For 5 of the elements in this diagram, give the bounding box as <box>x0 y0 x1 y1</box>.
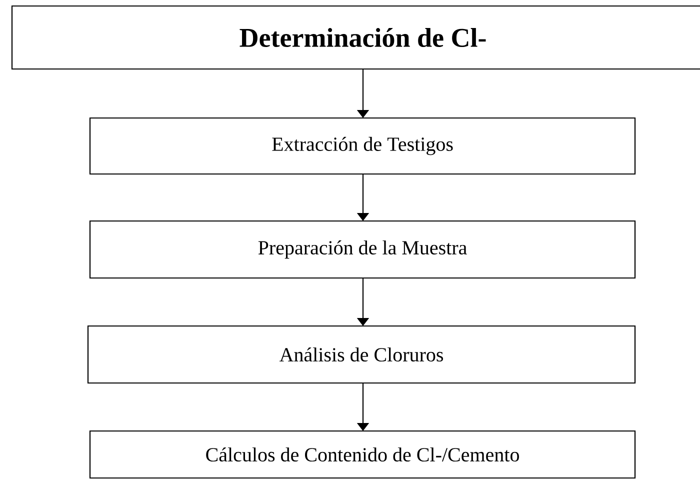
process-box: Preparación de la Muestra <box>89 220 636 279</box>
process-box: Análisis de Cloruros <box>87 325 636 384</box>
heading-box: Determinación de Cl- <box>11 5 700 70</box>
process-box: Cálculos de Contenido de Cl-/Cemento <box>89 430 636 479</box>
process-box: Extracción de Testigos <box>89 117 636 175</box>
